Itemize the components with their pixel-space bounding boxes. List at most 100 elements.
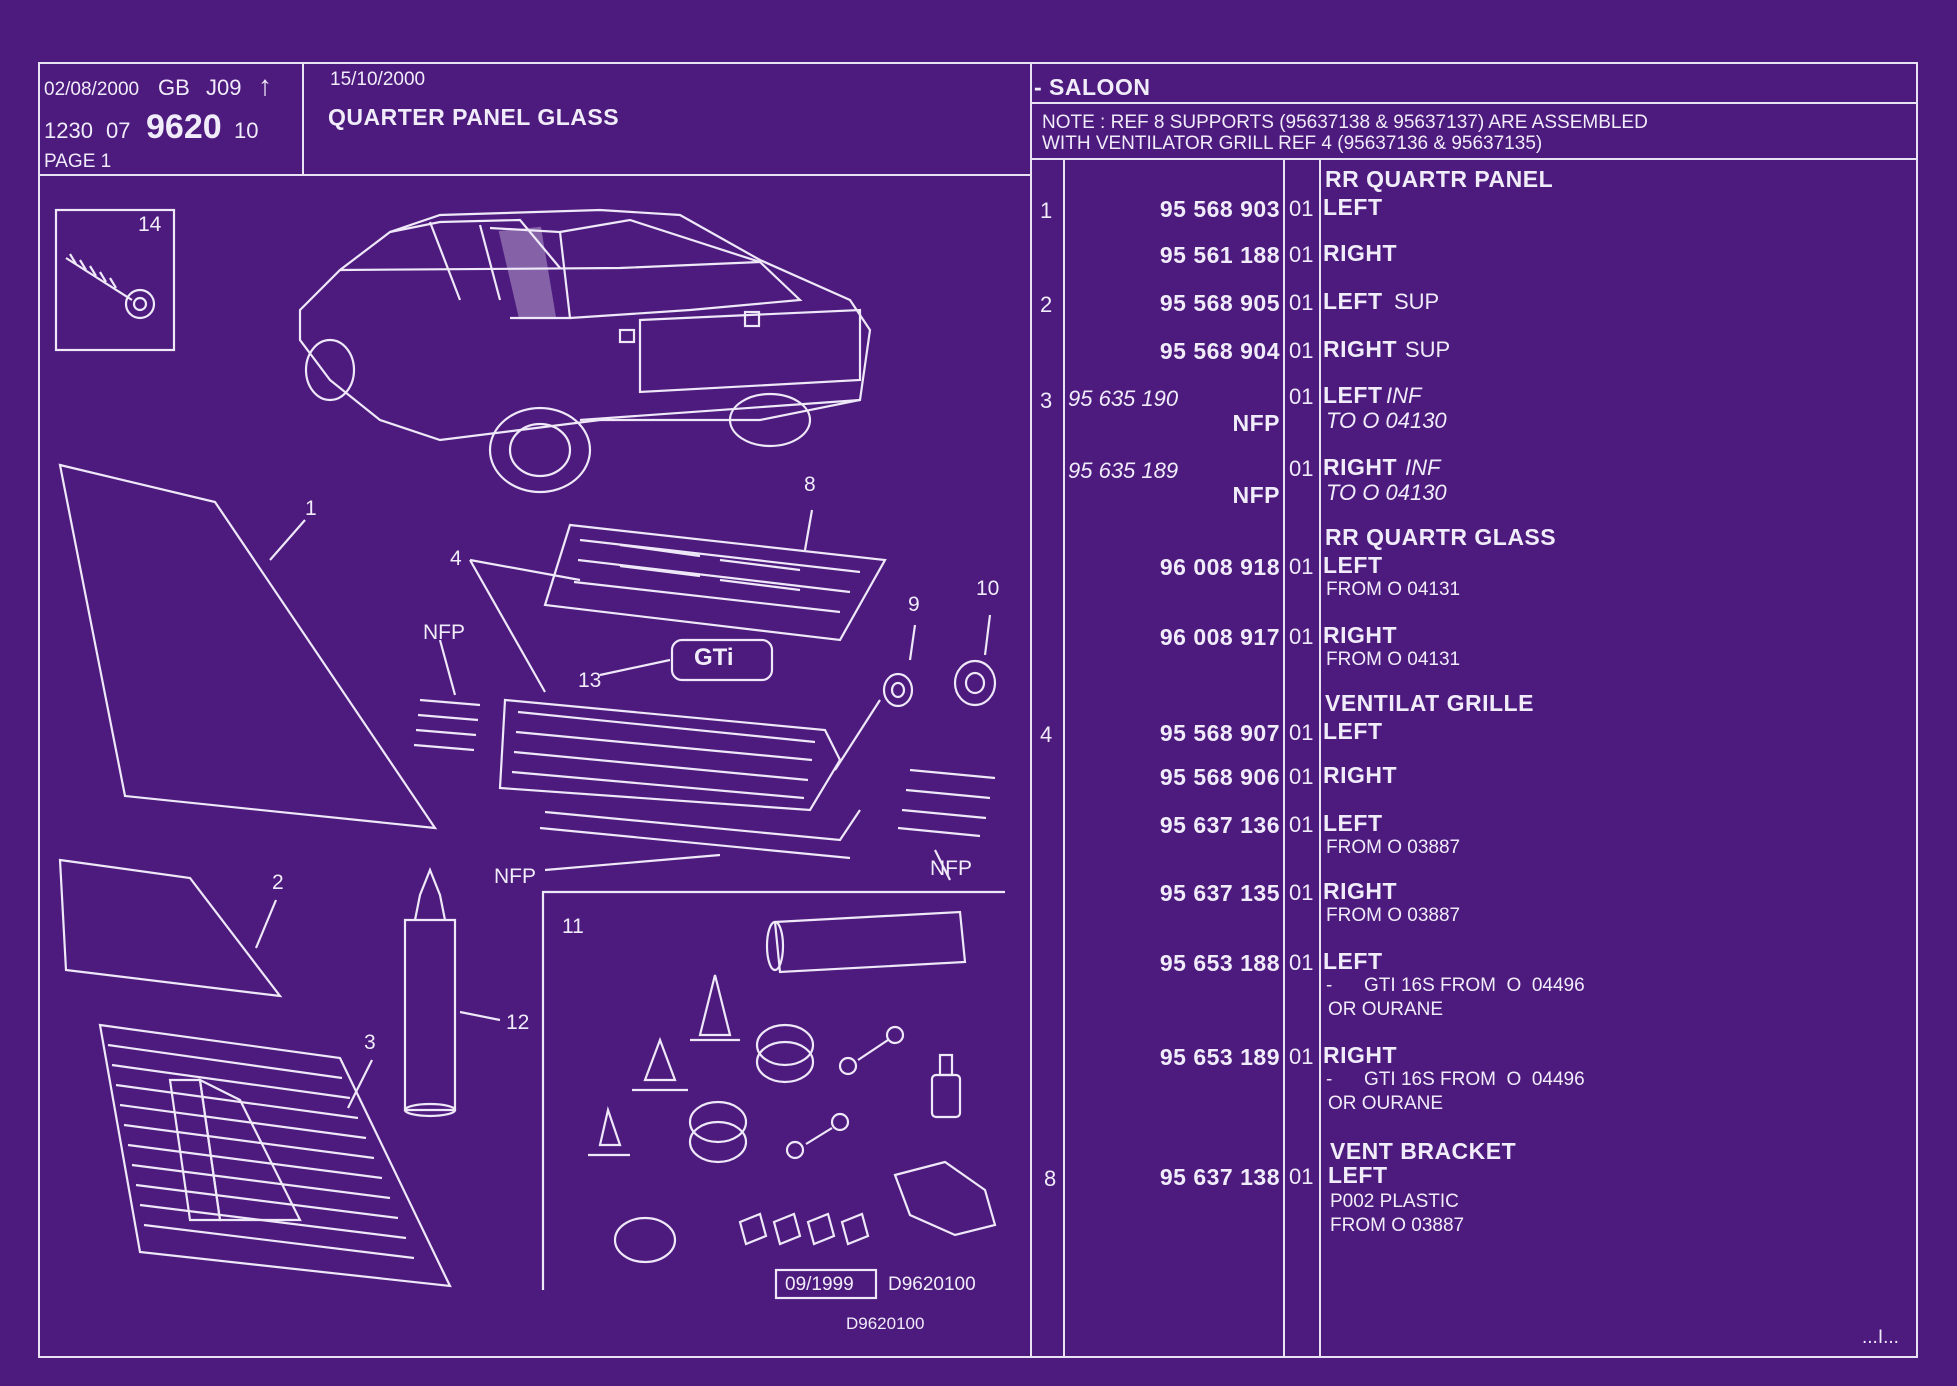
part-side: LEFT <box>1323 718 1383 744</box>
part-number[interactable]: 95 568 904 <box>1159 338 1280 364</box>
nfp-label-2: NFP <box>930 857 972 880</box>
ref-number: 4 <box>1040 722 1053 747</box>
exploded-diagram <box>54 208 1005 1300</box>
part-side: RIGHT <box>1323 454 1398 480</box>
divider-ref-col <box>1063 158 1065 1358</box>
part-side: LEFT <box>1323 288 1383 314</box>
divider-qty-col <box>1319 158 1321 1358</box>
part-extra: INF <box>1386 383 1422 408</box>
vent-bracket <box>543 523 887 642</box>
screw-icon <box>65 253 156 320</box>
nfp-label-1: NFP <box>423 621 465 644</box>
part-side: RIGHT <box>1323 762 1398 788</box>
part-sub: FROM O 03887 <box>1326 837 1461 858</box>
part-number[interactable]: 95 568 906 <box>1159 764 1280 790</box>
part-side: LEFT <box>1323 948 1383 974</box>
qty: 01 <box>1289 554 1314 579</box>
group-title: RR QUARTR GLASS <box>1325 524 1557 550</box>
ref-number: 8 <box>1044 1166 1057 1191</box>
car-illustration <box>298 208 872 494</box>
part-number[interactable]: 95 568 907 <box>1159 720 1280 746</box>
stamp-box <box>774 1268 878 1300</box>
quarter-panel-sup <box>58 858 283 998</box>
qty: 01 <box>1289 720 1314 745</box>
part-extra: SUP <box>1405 337 1451 362</box>
qty: 01 <box>1289 242 1314 267</box>
callout-12: 12 <box>506 1011 530 1034</box>
continuation-mark: ...I... <box>1862 1327 1899 1348</box>
nfp-label-3: NFP <box>494 865 536 888</box>
screw-box <box>54 208 176 352</box>
quarter-panel-inf <box>98 1023 452 1288</box>
callout-2: 2 <box>272 871 284 894</box>
qty: 01 <box>1289 384 1314 409</box>
page-frame <box>38 62 1918 1358</box>
qty: 01 <box>1289 764 1314 789</box>
group-title: RR QUARTR PANEL <box>1325 166 1554 192</box>
callout-1: 1 <box>305 497 317 520</box>
qty: 01 <box>1289 456 1314 481</box>
header-page: PAGE 1 <box>44 151 112 172</box>
part-number[interactable]: 95 568 905 <box>1159 290 1280 316</box>
divider-section <box>1030 102 1918 104</box>
qty: 01 <box>1289 1164 1314 1189</box>
callout-4: 4 <box>450 547 462 570</box>
part-side: RIGHT <box>1323 1042 1398 1068</box>
divider-note <box>1030 158 1918 160</box>
part-side: LEFT <box>1323 382 1383 408</box>
part-number[interactable]: 95 561 188 <box>1159 242 1280 268</box>
footer-ref: D9620100 <box>846 1314 925 1333</box>
part-number[interactable]: 96 008 918 <box>1159 554 1280 580</box>
divider-header-bottom <box>38 174 1030 176</box>
kit-cartridge <box>773 910 967 974</box>
repair-kit-frame <box>541 890 1005 1290</box>
part-side: LEFT <box>1328 1162 1388 1188</box>
part-number[interactable]: 95 637 135 <box>1159 880 1280 906</box>
part-number[interactable]: 95 637 138 <box>1159 1164 1280 1190</box>
part-side: RIGHT <box>1323 622 1398 648</box>
part-sub: OR OURANE <box>1328 999 1444 1020</box>
part-side: RIGHT <box>1323 240 1398 266</box>
callout-14: 14 <box>138 213 162 236</box>
part-side: RIGHT <box>1323 336 1398 362</box>
header-date2: 15/10/2000 <box>330 69 426 90</box>
note-line-1: NOTE : REF 8 SUPPORTS (95637138 & 956371… <box>1042 112 1648 133</box>
group-title: VENTILAT GRILLE <box>1325 690 1534 716</box>
part-number-nfp[interactable]: 95 635 190 <box>1068 386 1179 411</box>
qty: 01 <box>1289 290 1314 315</box>
qty: 01 <box>1289 1044 1314 1069</box>
note-line-2: WITH VENTILATOR GRILL REF 4 (95637136 & … <box>1042 133 1543 154</box>
stamp-ref: D9620100 <box>888 1274 976 1295</box>
callout-8: 8 <box>804 473 816 496</box>
header-ref-a: 1230 <box>44 118 93 143</box>
part-extra: INF <box>1405 455 1441 480</box>
part-sub: TO O 04130 <box>1326 408 1447 433</box>
page-title: QUARTER PANEL GLASS <box>328 104 620 130</box>
part-number[interactable]: 95 637 136 <box>1159 812 1280 838</box>
part-side: LEFT <box>1323 810 1383 836</box>
header-ref-c: 10 <box>234 118 259 143</box>
ref-number: 1 <box>1040 198 1053 223</box>
part-number[interactable]: 95 568 903 <box>1159 196 1280 222</box>
part-sub: P002 PLASTIC <box>1330 1191 1459 1212</box>
part-number-nfp[interactable]: 95 635 189 <box>1068 458 1179 483</box>
header-date: 02/08/2000 <box>44 79 140 100</box>
header-code: J09 <box>206 75 242 100</box>
header-ref-main: 9620 <box>146 108 222 146</box>
callout-11: 11 <box>562 915 584 938</box>
part-number[interactable]: 95 653 189 <box>1159 1044 1280 1070</box>
part-number[interactable]: 96 008 917 <box>1159 624 1280 650</box>
group-title: VENT BRACKET <box>1330 1138 1517 1164</box>
part-number[interactable]: 95 653 188 <box>1159 950 1280 976</box>
part-sub: FROM O 03887 <box>1330 1215 1465 1236</box>
header-ref-b: 07 <box>106 118 131 143</box>
qty: 01 <box>1289 338 1314 363</box>
section-title: - SALOON <box>1034 74 1151 100</box>
header-arrow: ↑ <box>258 70 272 101</box>
qty: 01 <box>1289 812 1314 837</box>
quarter-panel-left <box>58 463 438 830</box>
part-sub: - GTI 16S FROM O 04496 <box>1326 1069 1585 1090</box>
part-sub: OR OURANE <box>1328 1093 1444 1114</box>
nfp-flag: NFP <box>1232 482 1280 508</box>
ref-number: 2 <box>1040 292 1053 317</box>
